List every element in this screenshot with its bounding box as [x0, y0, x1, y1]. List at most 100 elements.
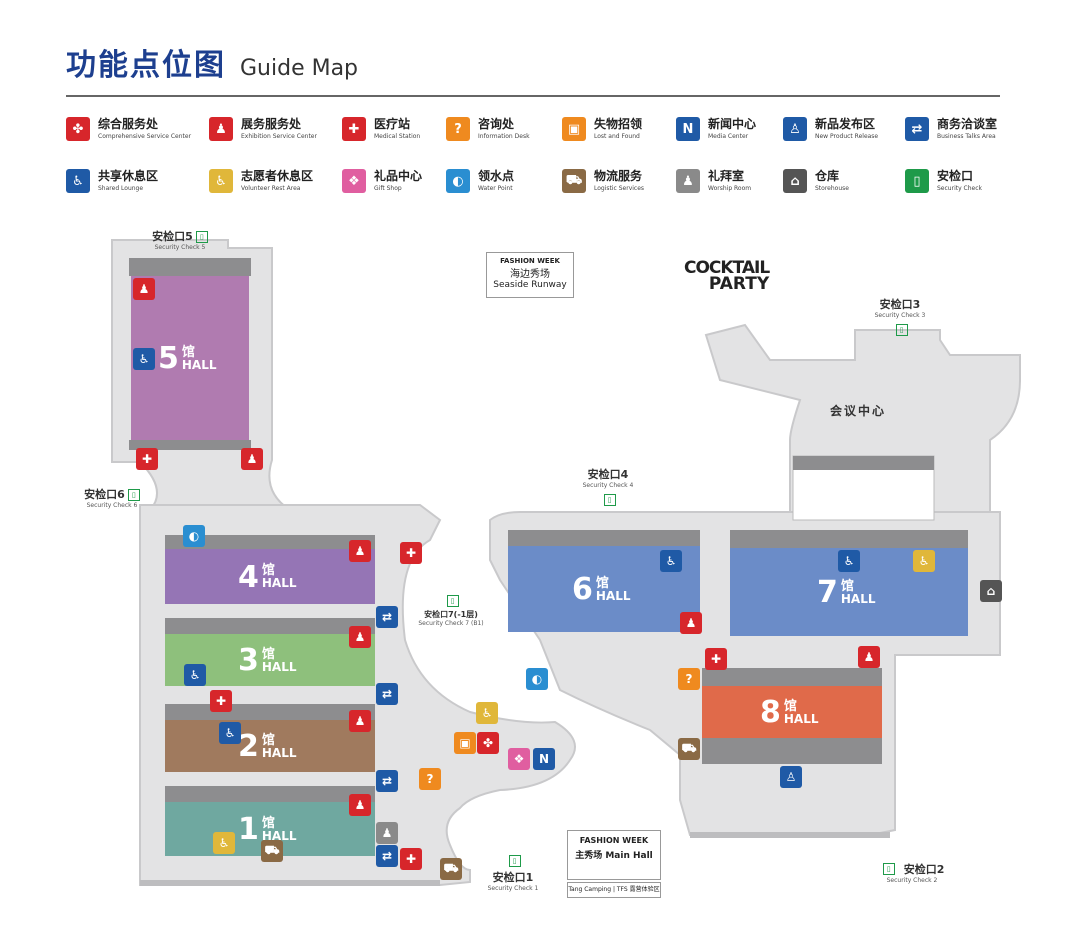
information-desk-icon[interactable]: ?	[678, 668, 700, 690]
hall-2[interactable]	[165, 720, 375, 772]
legend-sublabel: Media Center	[708, 133, 749, 140]
legend-sublabel: Information Desk	[478, 133, 530, 140]
logistic-services-icon[interactable]: ⛟	[678, 738, 700, 760]
water-point-icon[interactable]: ◐	[526, 668, 548, 690]
security-check-icon: ▯	[508, 854, 521, 867]
title-en: Guide Map	[240, 56, 359, 81]
business-talks-icon: ⇄	[905, 117, 929, 141]
water-point-icon[interactable]: ◐	[183, 525, 205, 547]
business-talks-icon[interactable]: ⇄	[376, 683, 398, 705]
shared-lounge-icon[interactable]: ♿	[219, 722, 241, 744]
exhibition-service-icon: ♟	[209, 117, 233, 141]
media-center-icon: N	[676, 117, 700, 141]
title-divider	[66, 95, 1000, 97]
legend-sublabel: Business Talks Area	[937, 133, 996, 140]
medical-station-icon: ✚	[342, 117, 366, 141]
legend-label: 物流服务	[594, 169, 643, 183]
lost-and-found-icon[interactable]: ▣	[454, 732, 476, 754]
media-center-icon[interactable]: N	[533, 748, 555, 770]
shared-lounge-icon[interactable]: ♿	[660, 550, 682, 572]
business-talks-icon[interactable]: ⇄	[376, 770, 398, 792]
security-check-icon: ▯	[195, 231, 208, 243]
worship-room-icon: ♟	[676, 169, 700, 193]
legend-label: 礼品中心	[374, 169, 423, 183]
exhibition-service-icon[interactable]: ♟	[349, 794, 371, 816]
legend-label: 礼拜室	[708, 169, 745, 183]
shared-lounge-icon[interactable]: ♿	[133, 348, 155, 370]
legend-label: 医疗站	[374, 117, 411, 131]
title-zh: 功能点位图	[66, 48, 226, 83]
security-check-4: 安检口4 Security Check 4 ▯	[582, 468, 634, 506]
medical-station-icon[interactable]: ✚	[400, 542, 422, 564]
new-product-release-icon: ♙	[783, 117, 807, 141]
legend-sublabel: Security Check	[937, 185, 983, 192]
legend-item: ✚ 医疗站 Medical Station	[342, 114, 420, 144]
legend-sublabel: Logistic Services	[594, 185, 645, 192]
shared-lounge-icon: ♿	[66, 169, 90, 193]
legend-item: ◐ 领水点 Water Point	[446, 166, 514, 196]
legend-sublabel: Medical Station	[374, 133, 421, 140]
security-check-7: ▯ 安检口7(-1层) Security Check 7 (B1)	[418, 594, 484, 627]
business-talks-icon[interactable]: ⇄	[376, 606, 398, 628]
seaside-runway[interactable]: FASHION WEEK 海边秀场 Seaside Runway	[486, 252, 574, 298]
security-check-3: 安检口3 Security Check 3 ▯	[874, 298, 926, 336]
legend-sublabel: Worship Room	[708, 185, 752, 192]
legend-sublabel: Water Point	[478, 185, 513, 192]
lost-and-found-icon: ▣	[562, 117, 586, 141]
fashion-week-logo: FASHION WEEK	[500, 257, 560, 265]
main-hall[interactable]: FASHION WEEK 主秀场 Main Hall	[567, 830, 661, 880]
medical-station-icon[interactable]: ✚	[210, 690, 232, 712]
exhibition-service-icon[interactable]: ♟	[241, 448, 263, 470]
shared-lounge-icon[interactable]: ♿	[838, 550, 860, 572]
exhibition-service-icon[interactable]: ♟	[349, 626, 371, 648]
water-point-icon: ◐	[446, 169, 470, 193]
gift-shop-icon: ❖	[342, 169, 366, 193]
security-check-5: 安检口5▯ Security Check 5	[140, 228, 220, 251]
security-check-2: ▯ 安检口2 Security Check 2	[870, 858, 954, 884]
exhibition-service-icon[interactable]: ♟	[349, 540, 371, 562]
logistic-services-icon[interactable]: ⛟	[261, 840, 283, 862]
volunteer-rest-icon[interactable]: ♿	[476, 702, 498, 724]
legend-sublabel: Volunteer Rest Area	[241, 185, 301, 192]
information-desk-icon: ?	[446, 117, 470, 141]
legend-label: 领水点	[478, 169, 515, 183]
exhibition-service-icon[interactable]: ♟	[680, 612, 702, 634]
volunteer-rest-icon: ♿	[209, 169, 233, 193]
logistic-services-icon[interactable]: ⛟	[440, 858, 462, 880]
cocktail-party-logo: COCKTAIL PARTY	[684, 258, 770, 294]
hall-4[interactable]	[165, 549, 375, 604]
legend-label: 新品发布区	[815, 117, 876, 131]
medical-station-icon[interactable]: ✚	[400, 848, 422, 870]
volunteer-rest-icon[interactable]: ♿	[213, 832, 235, 854]
medical-station-icon[interactable]: ✚	[705, 648, 727, 670]
shared-lounge-icon[interactable]: ♿	[184, 664, 206, 686]
legend-label: 安检口	[937, 169, 974, 183]
gift-shop-icon[interactable]: ❖	[508, 748, 530, 770]
legend-label: 商务洽谈室	[937, 117, 998, 131]
worship-room-icon[interactable]: ♟	[376, 822, 398, 844]
volunteer-rest-icon[interactable]: ♿	[913, 550, 935, 572]
comprehensive-service-icon[interactable]: ✤	[477, 732, 499, 754]
comprehensive-service-icon: ✤	[66, 117, 90, 141]
page-title: 功能点位图 Guide Map	[66, 40, 358, 84]
information-desk-icon[interactable]: ?	[419, 768, 441, 790]
hall-8[interactable]	[702, 686, 882, 738]
medical-station-icon[interactable]: ✚	[136, 448, 158, 470]
business-talks-icon[interactable]: ⇄	[376, 845, 398, 867]
exhibition-service-icon[interactable]: ♟	[349, 710, 371, 732]
exhibition-service-icon[interactable]: ♟	[858, 646, 880, 668]
legend-item: ♟ 礼拜室 Worship Room	[676, 166, 751, 196]
exhibition-service-icon[interactable]: ♟	[133, 278, 155, 300]
storehouse-icon[interactable]: ⌂	[980, 580, 1002, 602]
hall-frames	[129, 258, 968, 802]
new-product-release-icon[interactable]: ♙	[780, 766, 802, 788]
legend-label: 共享休息区	[98, 169, 159, 183]
